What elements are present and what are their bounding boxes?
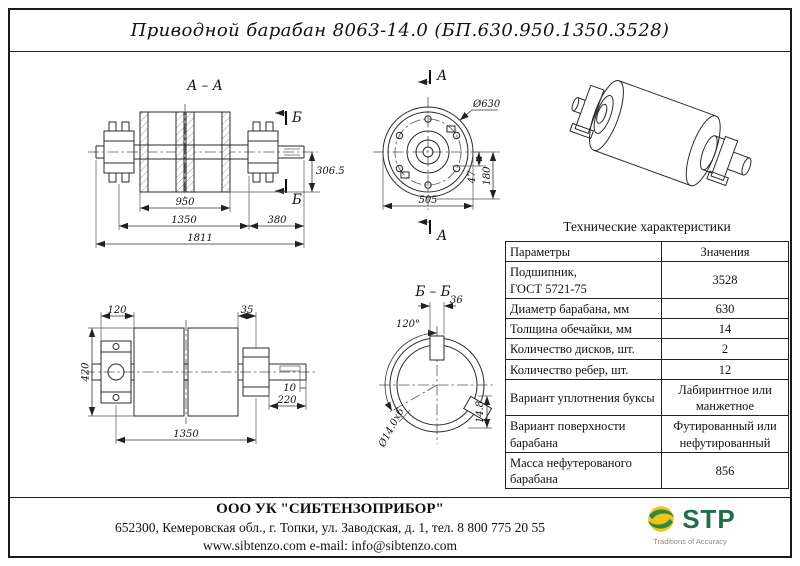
spec-param-cell: Подшипник, ГОСТ 5721-75 (505, 261, 662, 299)
dim-380: 380 (267, 215, 287, 226)
spec-value-cell: 3528 (661, 261, 789, 299)
bearing-right (247, 121, 279, 183)
rib-top (429, 335, 445, 361)
spec-row: Количество ребер, шт. 12 (505, 358, 789, 380)
dim-1350-side: 1350 (173, 429, 199, 440)
spec-table-title: Технические характеристики (563, 219, 731, 234)
spec-row: Масса нефутерованого барабана 856 (505, 451, 789, 490)
spec-value-cell: 630 (661, 297, 789, 320)
spec-value-cell: 12 (661, 358, 789, 380)
spec-param-cell: Диаметр барабана, мм (505, 297, 662, 320)
dim-180: 180 (482, 166, 493, 186)
spec-param-cell: Вариант поверхности барабана (505, 415, 662, 453)
cut-label-b-bottom: Б (291, 192, 302, 208)
spec-row: Диаметр барабана, мм 630 (505, 297, 789, 320)
col-header-values: Значения (661, 240, 789, 263)
bearing-left (95, 121, 135, 183)
dim-306-5: 306.5 (316, 166, 345, 177)
stp-logo-icon (648, 506, 675, 532)
side-dimensions: 120 35 420 10 220 13 (81, 305, 307, 444)
cut-mark-b: Б Б (275, 109, 302, 208)
dim-dia-630: Ø630 (472, 99, 501, 110)
view-side: 120 35 420 10 220 13 (81, 305, 316, 444)
section-aa-dimensions: 950 1350 380 1811 306.5 (95, 152, 345, 248)
dim-14-8: 14.8 (475, 401, 486, 423)
dim-47: 47 (467, 170, 478, 184)
sheet-frame (8, 8, 792, 558)
dim-950: 950 (175, 197, 195, 208)
drum-body (134, 111, 248, 193)
spec-param-cell: Масса нефутерованого барабана (505, 451, 662, 490)
spec-value-cell: Лабиринтное или манжетное (661, 378, 789, 417)
output-shaft (278, 145, 305, 159)
spec-value-cell: 14 (661, 317, 789, 340)
dim-35: 35 (241, 305, 254, 316)
dim-505: 505 (418, 195, 437, 206)
section-aa-label: А – А (186, 78, 223, 94)
cut-mark-a: А А (418, 68, 447, 244)
dim-shell: Ø14.0х6 (376, 406, 406, 450)
dim-36: 36 (450, 295, 463, 306)
spec-header-row: Параметры Значения (505, 240, 789, 263)
title-bar: Приводной барабан 8063-14.0 (БП.630.950.… (10, 10, 790, 52)
view-section-aa: А – А (88, 78, 345, 248)
spec-value-cell: 2 (661, 338, 789, 360)
dim-120: 120 (107, 305, 127, 316)
dim-220: 220 (276, 395, 297, 406)
dim-10: 10 (283, 383, 296, 394)
company-name: ООО УК "СИБТЕНЗОПРИБОР" (216, 501, 444, 517)
stp-logo-tagline: Traditions of Accuracy (653, 537, 727, 546)
spec-value-cell: Футированный или нефутированный (661, 415, 789, 453)
col-header-parameters: Параметры (505, 240, 662, 263)
cut-label-a-top: А (436, 68, 447, 84)
footer-text: ООО УК "СИБТЕНЗОПРИБОР" 652300, Кемеровс… (20, 501, 640, 554)
drawing-title: Приводной барабан 8063-14.0 (БП.630.950.… (130, 20, 670, 41)
side-drum (131, 327, 243, 417)
spec-param-cell: Количество дисков, шт. (505, 338, 662, 360)
dim-angle-120: 120° (396, 319, 420, 330)
footer: ООО УК "СИБТЕНЗОПРИБОР" 652300, Кемеровс… (10, 497, 790, 556)
section-bb-label: Б – Б (414, 284, 450, 300)
spec-param-cell: Количество ребер, шт. (505, 358, 662, 380)
company-contacts: www.sibtenzo.com e-mail: info@sibtenzo.c… (202, 538, 458, 553)
spec-table-block: Технические характеристики Параметры Зна… (505, 219, 789, 490)
stp-logo-row: STP (638, 502, 742, 536)
front-dimensions: Ø630 505 47 180 (382, 99, 501, 210)
spec-table: Параметры Значения Подшипник, ГОСТ 5721-… (505, 240, 789, 490)
spec-row: Вариант поверхности барабана Футированны… (505, 415, 789, 453)
spec-row: Подшипник, ГОСТ 5721-75 3528 (505, 261, 789, 299)
company-address: 652300, Кемеровская обл., г. Топки, ул. … (114, 520, 546, 535)
stp-logo: STP Traditions of Accuracy (638, 502, 742, 546)
cut-label-a-bottom: А (436, 228, 447, 244)
spec-row: Количество дисков, шт. 2 (505, 338, 789, 360)
spec-value-cell: 856 (661, 451, 789, 490)
cut-label-b-top: Б (291, 110, 302, 126)
stp-logo-text: STP (682, 503, 736, 534)
dim-1811: 1811 (187, 233, 212, 244)
dim-420: 420 (81, 362, 92, 383)
spec-row: Толщина обечайки, мм 14 (505, 317, 789, 340)
spec-param-cell: Толщина обечайки, мм (505, 317, 662, 340)
dim-1350: 1350 (171, 215, 197, 226)
view-isometric (569, 79, 752, 187)
view-front: А А Ø630 (373, 68, 501, 244)
view-section-bb: Б – Б 120° 36 14.8 Ø14.0 (376, 284, 495, 450)
spec-row: Вариант уплотнения буксы Лабиринтное или… (505, 378, 789, 417)
spec-param-cell: Вариант уплотнения буксы (505, 378, 662, 417)
